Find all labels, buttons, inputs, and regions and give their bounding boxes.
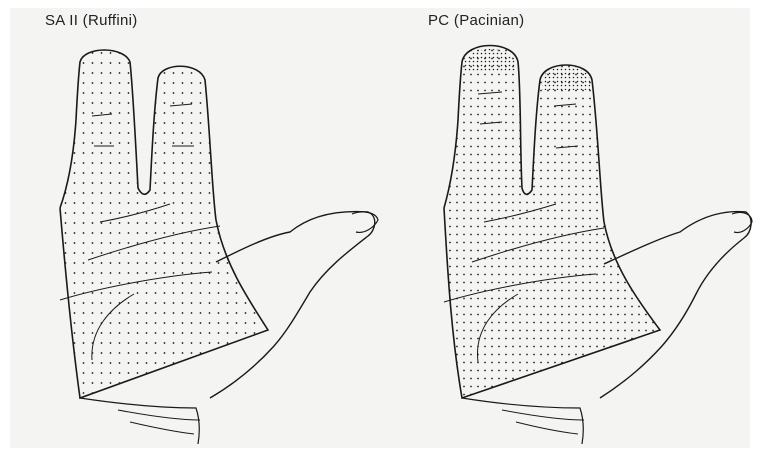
receptive-field-sa2 [60, 50, 268, 398]
palm-base-right [462, 398, 583, 444]
receptive-field-pc [444, 46, 660, 399]
palm-base-left [80, 398, 199, 444]
crease-line [502, 410, 584, 420]
crease-line [130, 422, 194, 434]
hand-right [444, 46, 752, 445]
crease-line [118, 410, 200, 420]
thumbnail-right [732, 212, 752, 232]
crease-line [516, 422, 578, 434]
hand-left [60, 50, 378, 444]
